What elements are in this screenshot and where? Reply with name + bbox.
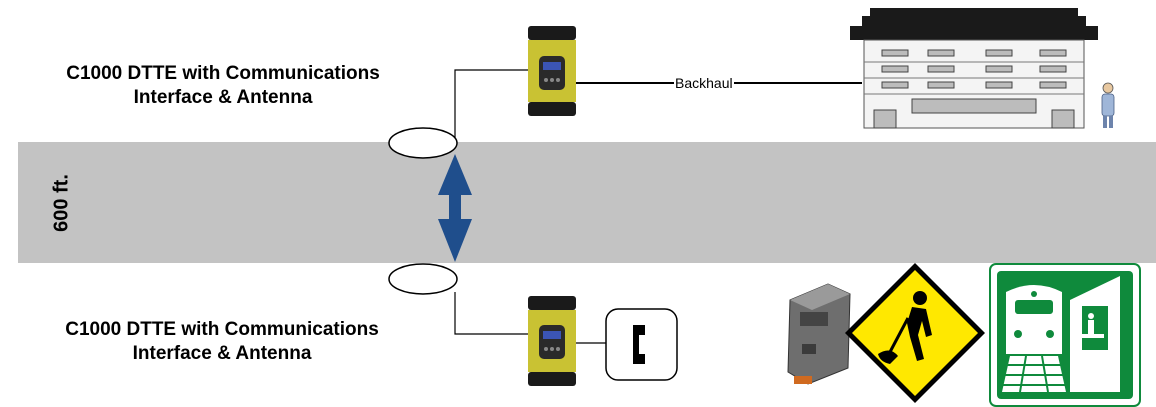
top-device-label-line1: C1000 DTTE with Communications	[66, 63, 380, 84]
top-radio-device-icon	[528, 26, 576, 116]
distance-band	[18, 142, 1156, 263]
bottom-radio-device-icon	[528, 296, 576, 386]
bottom-antenna-cable	[454, 292, 528, 335]
telephone-icon	[605, 308, 678, 381]
top-antenna-cable	[454, 69, 528, 138]
bottom-antenna-icon	[388, 263, 458, 295]
top-device-label-line2: Interface & Antenna	[133, 87, 313, 108]
bottom-device-label-line1: C1000 DTTE with Communications	[65, 319, 379, 340]
bottom-device-label: C1000 DTTE with Communications Interface…	[6, 318, 438, 366]
top-antenna-icon	[388, 127, 458, 159]
person-icon	[1101, 82, 1115, 128]
bottom-device-label-line2: Interface & Antenna	[132, 343, 312, 364]
backhaul-label: Backhaul	[674, 75, 734, 91]
building-icon	[850, 8, 1098, 129]
railroad-crossing-sign-icon	[989, 263, 1141, 407]
double-arrow-icon	[438, 154, 472, 262]
io-module-icon	[787, 283, 851, 385]
top-device-label: C1000 DTTE with Communications Interface…	[8, 62, 438, 110]
road-work-sign-icon	[845, 263, 985, 403]
